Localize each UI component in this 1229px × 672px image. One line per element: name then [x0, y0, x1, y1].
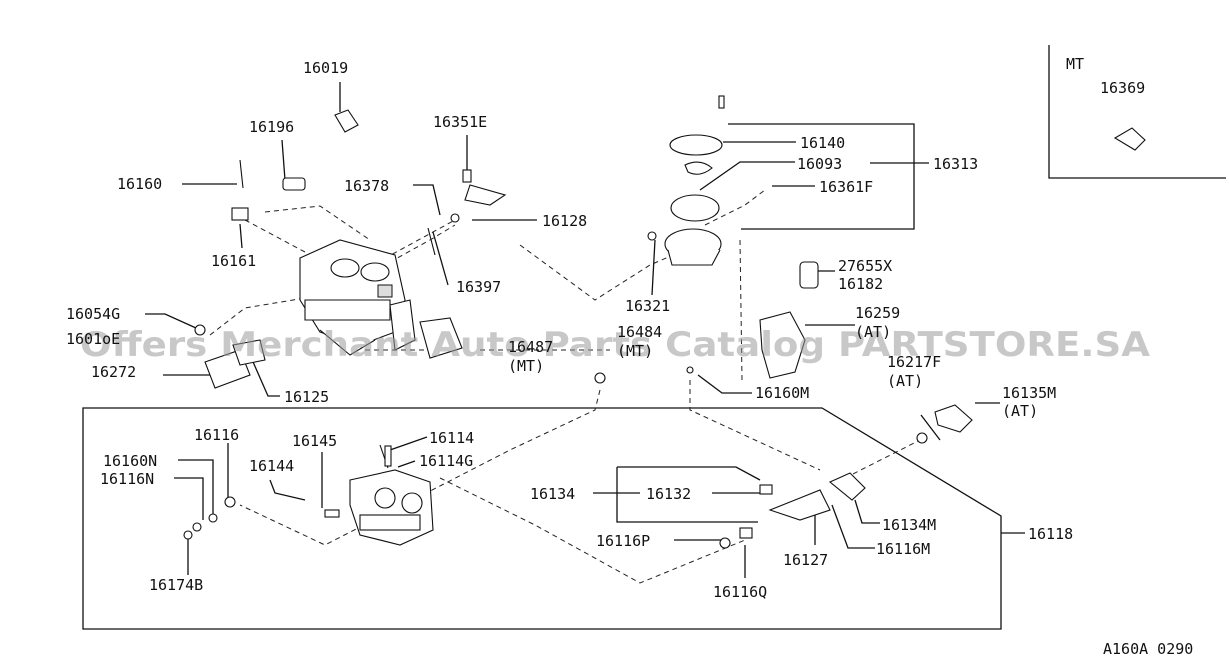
label-16160M[interactable]: 16160M: [755, 384, 809, 402]
label-16378[interactable]: 16378: [344, 177, 389, 195]
label-16321[interactable]: 16321: [625, 297, 670, 315]
label-16010E[interactable]: 1601oE: [66, 330, 120, 348]
label-16196[interactable]: 16196: [249, 118, 294, 136]
label-16116P[interactable]: 16116P: [596, 532, 650, 550]
leader-lines: [145, 82, 1025, 578]
label-16217F-note: (AT): [887, 372, 923, 390]
inset-frame: [1048, 45, 1226, 179]
label-16116M[interactable]: 16116M: [876, 540, 930, 558]
label-16272[interactable]: 16272: [91, 363, 136, 381]
label-16093[interactable]: 16093: [797, 155, 842, 173]
label-16114G[interactable]: 16114G: [419, 452, 473, 470]
label-16135M[interactable]: 16135M: [1002, 384, 1056, 402]
label-16054G[interactable]: 16054G: [66, 305, 120, 323]
label-16160N[interactable]: 16160N: [103, 452, 157, 470]
label-16351E[interactable]: 16351E: [433, 113, 487, 131]
bracket-16132-bottom: [616, 467, 758, 523]
label-16145[interactable]: 16145: [292, 432, 337, 450]
label-16135M-note: (AT): [1002, 402, 1038, 420]
label-16125[interactable]: 16125: [284, 388, 329, 406]
label-16313[interactable]: 16313: [933, 155, 978, 173]
label-16144[interactable]: 16144: [249, 457, 294, 475]
label-16397[interactable]: 16397: [456, 278, 501, 296]
label-16134M[interactable]: 16134M: [882, 516, 936, 534]
label-16484[interactable]: 16484: [617, 323, 662, 341]
label-16116Q[interactable]: 16116Q: [713, 583, 767, 601]
label-16174B[interactable]: 16174B: [149, 576, 203, 594]
label-16484-note: (MT): [617, 342, 653, 360]
diagram-code: A160A 0290: [1103, 640, 1193, 658]
label-16160[interactable]: 16160: [117, 175, 162, 193]
label-16259[interactable]: 16259: [855, 304, 900, 322]
label-mt-inset-title: MT: [1066, 55, 1084, 73]
watermark-text: Offers Merchant Auto Parts Catalog PARTS…: [80, 325, 1151, 365]
label-16259-note: (AT): [855, 323, 891, 341]
label-16128[interactable]: 16128: [542, 212, 587, 230]
label-16369[interactable]: 16369: [1100, 79, 1145, 97]
label-16019[interactable]: 16019: [303, 59, 348, 77]
sub-assembly-frame: [82, 407, 1002, 630]
label-16161[interactable]: 16161: [211, 252, 256, 270]
carburetor-body-illustration: [299, 239, 406, 356]
label-16217F[interactable]: 16217F: [887, 353, 941, 371]
label-16487-note: (MT): [508, 357, 544, 375]
dashed-assembly-lines: [209, 189, 921, 584]
label-16140[interactable]: 16140: [800, 134, 845, 152]
label-16127[interactable]: 16127: [783, 551, 828, 569]
label-16487[interactable]: 16487: [508, 338, 553, 356]
label-16361F[interactable]: 16361F: [819, 178, 873, 196]
misc-parts-illustrations: [183, 109, 1146, 549]
label-16182[interactable]: 16182: [838, 275, 883, 293]
label-16132[interactable]: 16132: [646, 485, 691, 503]
label-16134[interactable]: 16134: [530, 485, 575, 503]
label-16116[interactable]: 16116: [194, 426, 239, 444]
label-27655X[interactable]: 27655X: [838, 257, 892, 275]
label-16116N[interactable]: 16116N: [100, 470, 154, 488]
diaphragm-assembly-illustration: [664, 95, 725, 266]
bracket-16132: [617, 466, 761, 481]
label-16118[interactable]: 16118: [1028, 525, 1073, 543]
throttle-body-illustration: [349, 444, 434, 546]
bracket-16313: [728, 123, 915, 230]
part-labels: 16019 16196 16351E 16160 16378 16128 161…: [66, 55, 1193, 658]
label-16114[interactable]: 16114: [429, 429, 474, 447]
